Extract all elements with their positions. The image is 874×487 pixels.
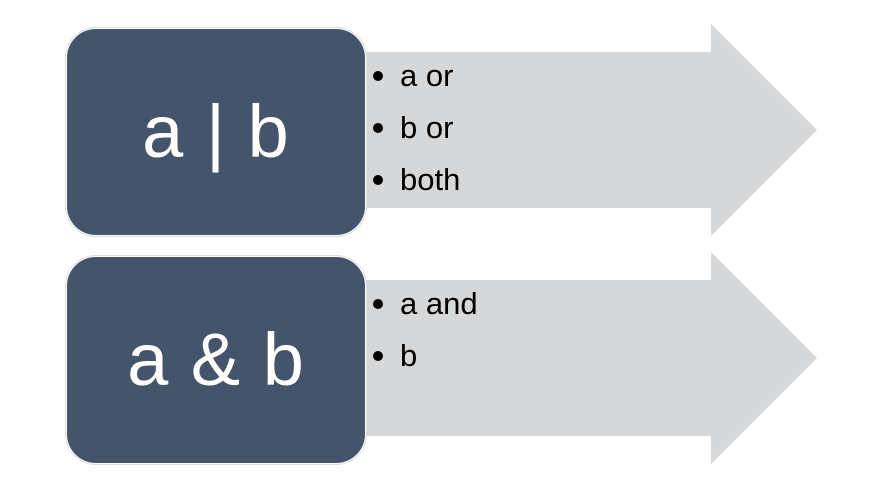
- list-item: b or: [370, 106, 460, 158]
- list-item: a and: [370, 282, 478, 334]
- list-item: both: [370, 158, 460, 210]
- and-arrow-shape: [300, 252, 817, 464]
- and-row: a & b a and b: [0, 252, 874, 468]
- or-operator-label: a | b: [142, 90, 290, 173]
- list-item: a or: [370, 54, 460, 106]
- and-operator-box: a & b: [66, 256, 366, 464]
- or-row: a | b a or b or both: [0, 24, 874, 240]
- or-operator-box: a | b: [66, 28, 366, 236]
- and-bullet-list: a and b: [370, 282, 478, 386]
- list-item: b: [370, 334, 478, 386]
- or-arrow-shape: [300, 24, 817, 236]
- and-operator-label: a & b: [127, 318, 305, 401]
- or-bullet-list: a or b or both: [370, 54, 460, 210]
